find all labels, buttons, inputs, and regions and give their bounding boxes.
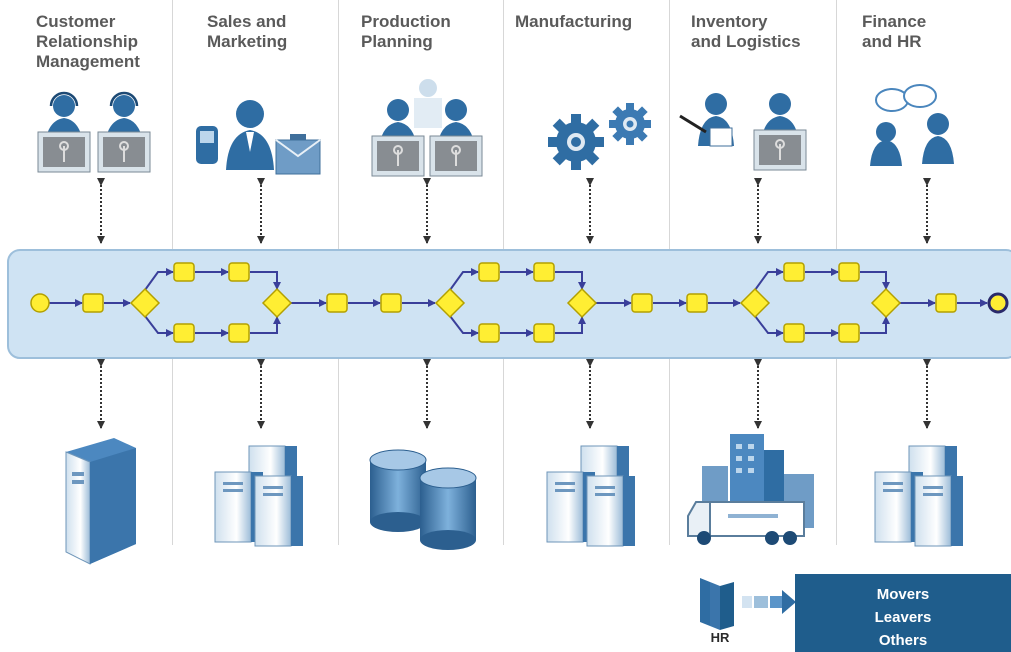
city-truck-icon bbox=[687, 434, 814, 545]
task-node bbox=[533, 323, 555, 343]
dept-title-production: Production Planning bbox=[361, 12, 451, 51]
flow-edges bbox=[48, 268, 988, 337]
inventory-staff-icon bbox=[679, 93, 807, 171]
task-node bbox=[478, 323, 500, 343]
crm-agents-icon bbox=[37, 91, 151, 173]
gateway-node bbox=[129, 287, 161, 319]
task-node bbox=[380, 293, 402, 313]
task-node bbox=[686, 293, 708, 313]
task-node bbox=[228, 262, 250, 282]
sales-businessman-icon bbox=[196, 100, 321, 175]
task-node bbox=[228, 323, 250, 343]
dept-title-inventory: Inventory and Logistics bbox=[691, 12, 801, 51]
process-lane bbox=[7, 249, 1011, 359]
end-event bbox=[987, 292, 1009, 314]
dept-title-finance: Finance and HR bbox=[862, 12, 927, 51]
gateway-node bbox=[434, 287, 466, 319]
documents-icon bbox=[700, 578, 734, 630]
gateway-node bbox=[261, 287, 293, 319]
task-node bbox=[533, 262, 555, 282]
flow-nodes bbox=[30, 262, 957, 343]
start-event bbox=[30, 293, 50, 313]
dept-title-manufacturing: Manufacturing bbox=[515, 12, 633, 31]
transfer-arrow-icon bbox=[742, 590, 796, 614]
hr-item-leavers: Leavers bbox=[874, 609, 932, 626]
gateway-node bbox=[739, 287, 771, 319]
server-cluster-icon bbox=[214, 445, 303, 547]
task-node bbox=[326, 293, 348, 313]
task-node bbox=[173, 323, 195, 343]
server-cluster-icon bbox=[874, 445, 963, 547]
server-cluster-icon bbox=[546, 445, 635, 547]
task-node bbox=[82, 293, 104, 313]
production-team-icon bbox=[371, 79, 483, 177]
dept-title-sales: Sales and Marketing bbox=[207, 12, 288, 51]
hr-item-movers: Movers bbox=[876, 586, 930, 603]
task-node bbox=[173, 262, 195, 282]
server-icon bbox=[65, 438, 136, 565]
gateway-node bbox=[870, 287, 902, 319]
task-node bbox=[783, 262, 805, 282]
task-node bbox=[631, 293, 653, 313]
hr-category-box: Movers Leavers Others bbox=[795, 574, 1011, 652]
task-node bbox=[838, 323, 860, 343]
gateway-node bbox=[566, 287, 598, 319]
hr-item-others: Others bbox=[878, 632, 928, 649]
dept-title-crm: Customer Relationship Management bbox=[36, 12, 140, 71]
task-node bbox=[783, 323, 805, 343]
database-icon bbox=[369, 449, 477, 550]
hr-label: HR bbox=[710, 630, 730, 645]
dotted-connectors bbox=[97, 178, 931, 429]
task-node bbox=[935, 293, 957, 313]
task-node bbox=[838, 262, 860, 282]
task-node bbox=[478, 262, 500, 282]
gears-icon bbox=[548, 103, 651, 170]
finance-people-icon bbox=[870, 84, 954, 166]
